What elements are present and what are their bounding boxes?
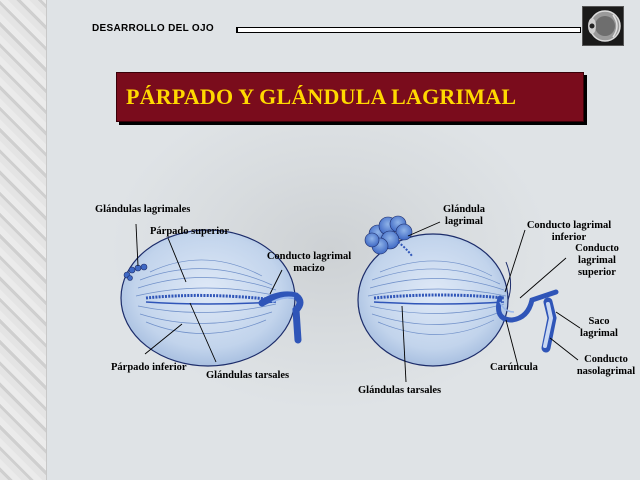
- right-eyelid-striations: [367, 260, 507, 335]
- label-line: inferior: [551, 232, 587, 243]
- left-eyelid-diagram: [120, 223, 304, 367]
- label-glandulas-lagrimales: Glándulas lagrimales: [95, 204, 191, 215]
- label-line: Conducto: [575, 243, 619, 254]
- label-line: Saco: [588, 316, 610, 327]
- label-caruncula: Carúncula: [490, 362, 538, 373]
- label-line: lagrimal: [580, 328, 618, 339]
- decorative-side-strip: [0, 0, 47, 480]
- label-parpado-superior: Párpado superior: [150, 226, 230, 237]
- right-lid-margin: [373, 301, 505, 305]
- label-glandulas-tarsales-left: Glándulas tarsales: [206, 370, 290, 381]
- label-line: lagrimal: [445, 216, 483, 227]
- label-line: superior: [578, 267, 616, 278]
- label-line: Conducto lagrimal: [526, 220, 612, 231]
- eye-anatomy-icon: [582, 6, 624, 46]
- header-rule: [236, 27, 581, 33]
- section-title: DESARROLLO DEL OJO: [92, 23, 214, 34]
- left-solid-duct: [258, 291, 304, 344]
- label-line: Conducto: [584, 354, 628, 365]
- right-lacrimal-gland: [364, 215, 413, 255]
- right-eyelid-diagram: [357, 215, 581, 383]
- title-banner: [116, 72, 584, 122]
- label-parpado-inferior: Párpado inferior: [111, 362, 187, 373]
- label-conducto-nasolagrimal: Conducto nasolagrimal: [572, 354, 640, 378]
- label-line: macizo: [293, 263, 325, 274]
- right-tarsal-glands-row: [373, 293, 505, 300]
- page-title: PÁRPADO Y GLÁNDULA LAGRIMAL: [126, 84, 517, 109]
- label-line: Conducto lagrimal: [266, 251, 352, 262]
- label-glandula-lagrimal: Glándula lagrimal: [434, 204, 494, 228]
- label-line: lagrimal: [578, 255, 616, 266]
- label-conducto-lagrimal-macizo: Conducto lagrimal macizo: [258, 251, 360, 275]
- label-line: Glándula: [442, 204, 486, 215]
- label-conducto-lagrimal-inferior: Conducto lagrimal inferior: [517, 220, 621, 244]
- left-tarsal-glands-row: [145, 293, 277, 302]
- label-saco-lagrimal: Saco lagrimal: [576, 316, 622, 340]
- label-conducto-lagrimal-superior: Conducto lagrimal superior: [567, 243, 627, 279]
- label-line: nasolagrimal: [576, 366, 636, 377]
- left-eyelid-striations: [135, 259, 279, 334]
- left-lacrimal-glands: [123, 263, 148, 281]
- lacrimal-canaliculi: [496, 289, 559, 323]
- label-glandulas-tarsales-right: Glándulas tarsales: [358, 385, 442, 396]
